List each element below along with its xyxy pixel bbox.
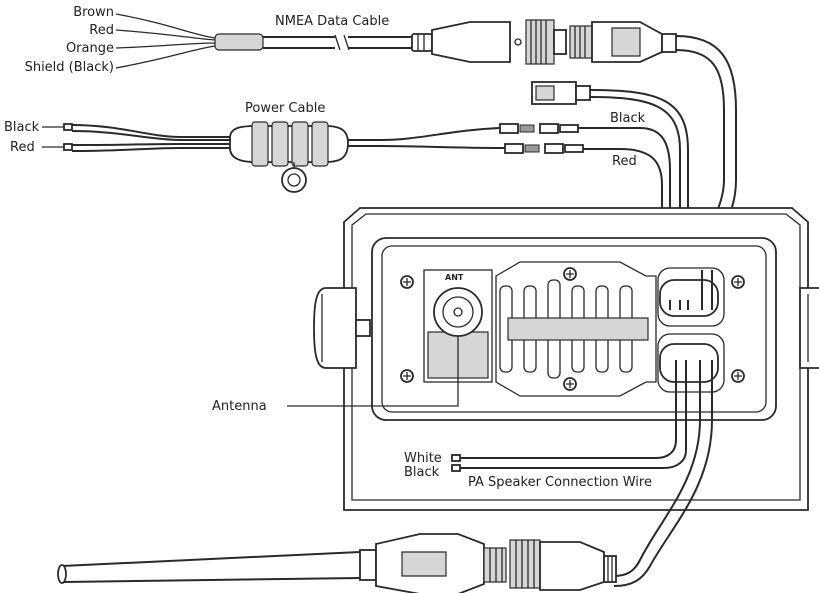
nmea-wire-orange	[115, 42, 216, 49]
upper-cable-grommet	[659, 279, 719, 317]
label-orange: Orange	[66, 41, 114, 56]
screw-icon	[731, 369, 745, 383]
power-connector-red	[504, 143, 524, 154]
label-pa-black: Black	[404, 465, 440, 480]
label-power-right-black: Black	[610, 111, 646, 126]
power-connector-black	[499, 123, 519, 134]
nmea-wire-shield	[115, 45, 216, 69]
nmea-wire-red	[115, 29, 216, 41]
extension-cable-boot	[359, 549, 377, 581]
lower-cable	[613, 360, 701, 577]
nmea-connector-body	[431, 21, 511, 63]
label-power-cable: Power Cable	[245, 101, 325, 116]
heat-sink	[495, 261, 657, 397]
pa-wire-white	[460, 360, 677, 459]
accessory-wire	[589, 89, 689, 300]
upper-grommet-housing	[657, 267, 725, 327]
nmea-wire-brown	[115, 13, 216, 39]
label-power-left-black: Black	[4, 120, 40, 135]
fuse-holder	[229, 125, 349, 163]
label-power-right-red: Red	[612, 154, 637, 169]
power-wire-red	[71, 143, 230, 146]
label-red: Red	[89, 23, 114, 38]
label-pa-white: White	[404, 451, 442, 466]
radio-unit	[287, 207, 819, 587]
label-shield-black: Shield (Black)	[25, 60, 114, 75]
screw-icon	[400, 369, 414, 383]
screw-icon	[563, 267, 577, 281]
label-ant: ANT	[445, 273, 464, 282]
power-cable	[42, 121, 671, 300]
screw-icon	[400, 275, 414, 289]
label-power-left-red: Red	[10, 140, 35, 155]
right-mounting-knob	[799, 287, 819, 369]
nmea-strain-relief	[411, 33, 433, 52]
nmea-data-cable	[115, 13, 737, 271]
antenna-connector	[433, 287, 483, 337]
antenna-leader-line	[287, 336, 459, 407]
lower-cable-grommet	[659, 343, 719, 383]
screw-icon	[731, 275, 745, 289]
label-antenna: Antenna	[212, 399, 267, 414]
power-wire-red-right	[348, 145, 506, 149]
lower-grommet-housing	[657, 333, 725, 393]
power-wire-black-right	[348, 127, 501, 141]
power-wire-black	[71, 124, 230, 138]
extension-cable	[57, 533, 617, 593]
nmea-cable-jacket	[263, 36, 335, 49]
nmea-heat-shrink	[214, 33, 264, 51]
label-nmea-data-cable: NMEA Data Cable	[275, 14, 389, 29]
nmea-cable-break	[334, 34, 350, 51]
extension-cable-jacket	[61, 551, 361, 567]
extension-socket-body	[539, 541, 605, 591]
screw-icon	[563, 377, 577, 391]
extension-knurled-ring	[509, 539, 541, 589]
label-brown: Brown	[73, 5, 114, 20]
fuse-mounting-ring	[281, 167, 307, 193]
power-wire-black-to-radio	[578, 127, 671, 300]
pa-wire-black	[460, 360, 687, 469]
left-mounting-knob	[313, 287, 357, 369]
nmea-connector-knurled-ring	[525, 19, 555, 65]
nmea-connector-pin-icon	[514, 38, 522, 46]
power-wire-red-to-radio	[583, 148, 663, 300]
extension-plug-thread	[483, 547, 507, 583]
label-pa-speaker-wire: PA Speaker Connection Wire	[468, 475, 652, 490]
accessory-plug	[531, 81, 689, 300]
nmea-mating-thread	[569, 25, 593, 59]
